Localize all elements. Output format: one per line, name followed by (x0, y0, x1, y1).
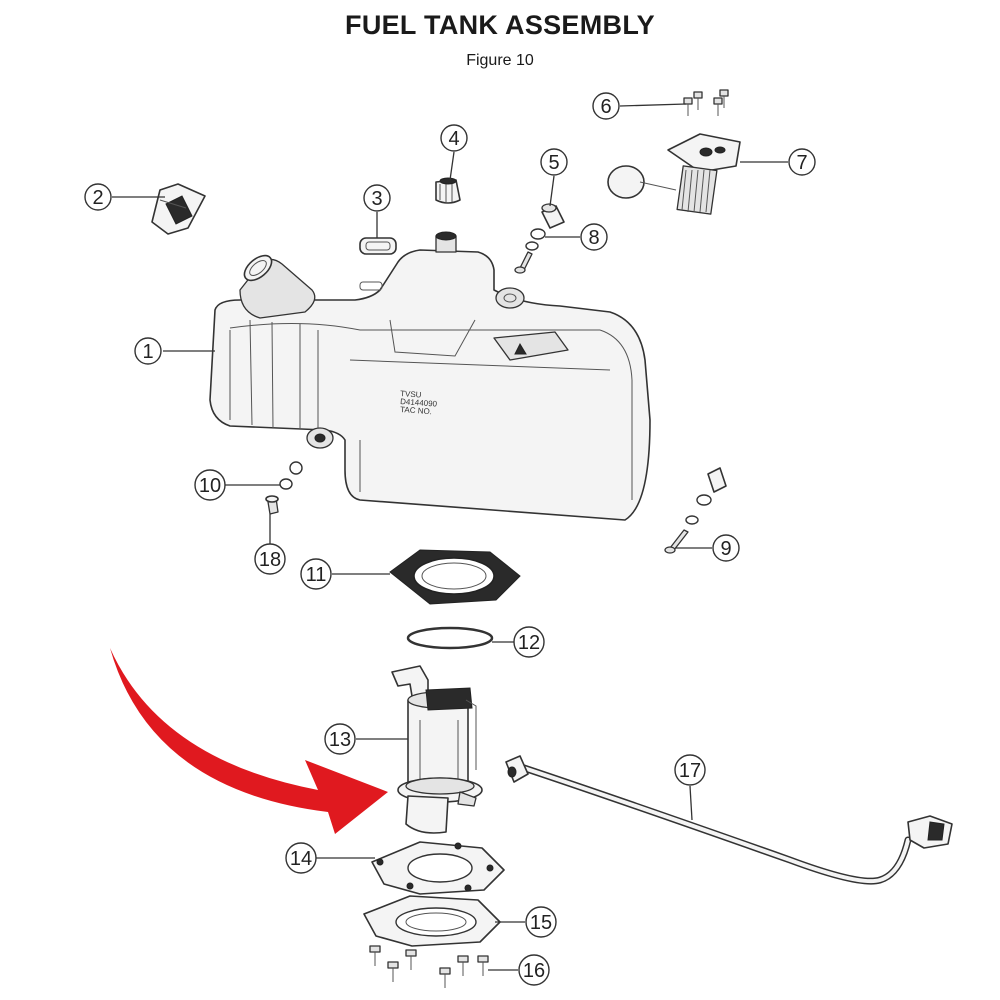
callout-11: 11 (300, 558, 332, 590)
washer-bolt-part-8 (514, 228, 546, 274)
callout-16: 16 (518, 954, 550, 986)
o-ring-part-12 (406, 626, 494, 650)
svg-text:15: 15 (530, 912, 552, 934)
callout-10: 10 (194, 469, 226, 501)
grommet-part-3 (359, 237, 397, 255)
diagram-title: FUEL TANK ASSEMBLY (345, 10, 655, 40)
callout-14: 14 (285, 842, 317, 874)
svg-text:8: 8 (588, 227, 599, 249)
tank-marking-line-2: D4144090 (400, 397, 438, 409)
svg-text:10: 10 (199, 475, 221, 497)
fuel-pump-part-13 (391, 665, 483, 834)
washer-part-10 (279, 461, 303, 490)
callout-1: 1 (134, 337, 162, 365)
svg-text:2: 2 (92, 187, 103, 209)
callout-2: 2 (84, 183, 112, 211)
gasket-part-11 (389, 549, 521, 605)
level-sender-part-7 (607, 133, 741, 215)
callout-15: 15 (525, 906, 557, 938)
figure-number: Figure 10 (466, 52, 534, 69)
svg-text:16: 16 (523, 960, 545, 982)
leader-lines (112, 103, 788, 971)
svg-text:13: 13 (329, 729, 351, 751)
lock-ring-part-14 (371, 841, 505, 895)
tank-marking-line-1: TVSU (400, 389, 422, 399)
cap-part-4 (435, 177, 461, 204)
svg-text:9: 9 (720, 538, 731, 560)
curved-arrow-icon (110, 648, 388, 834)
callout-13: 13 (324, 723, 356, 755)
plug-part-18 (265, 495, 279, 515)
svg-text:12: 12 (518, 632, 540, 654)
callout-4: 4 (440, 124, 468, 152)
svg-text:5: 5 (548, 152, 559, 174)
bolts-part-16 (369, 945, 489, 988)
vent-valve-part-2 (151, 183, 206, 235)
spacer-part-5 (541, 203, 565, 229)
svg-text:14: 14 (290, 848, 312, 870)
callout-17: 17 (674, 754, 706, 786)
svg-text:6: 6 (600, 96, 611, 118)
callout-7: 7 (788, 148, 816, 176)
svg-text:7: 7 (796, 152, 807, 174)
callout-9: 9 (712, 534, 740, 562)
callout-12: 12 (513, 626, 545, 658)
spacer-bolt-part-9 (664, 467, 727, 554)
svg-text:1: 1 (142, 341, 153, 363)
callout-18: 18 (254, 543, 286, 575)
callout-3: 3 (363, 184, 391, 212)
svg-text:18: 18 (259, 549, 281, 571)
fuel-tank-part-1 (209, 231, 651, 521)
retainer-part-15 (363, 895, 501, 947)
callout-5: 5 (540, 148, 568, 176)
callout-8: 8 (580, 223, 608, 251)
bolts-part-6 (683, 89, 729, 116)
svg-text:17: 17 (679, 760, 701, 782)
svg-text:4: 4 (448, 128, 459, 150)
tank-marking-line-3: TAC NO. (400, 405, 432, 416)
fuel-hose-part-17 (505, 755, 953, 885)
svg-text:11: 11 (306, 564, 327, 586)
callout-6: 6 (592, 92, 620, 120)
svg-text:3: 3 (371, 188, 382, 210)
